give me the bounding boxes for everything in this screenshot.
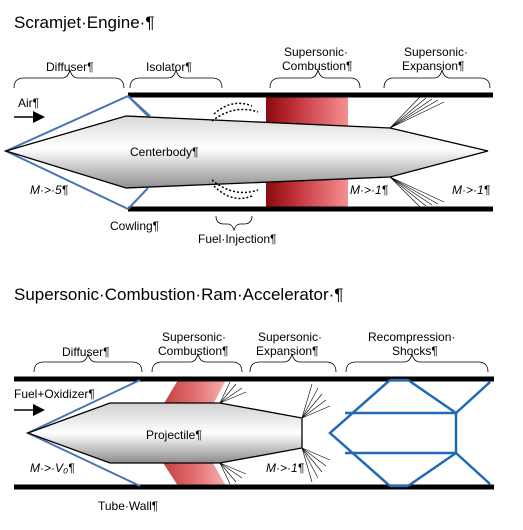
expansion-fan-top [389, 96, 445, 129]
ram-accelerator-title: Supersonic·Combustion·Ram·Accelerator·¶ [14, 285, 343, 304]
ram-supersonic-expansion-label-1: Supersonic· [258, 330, 322, 344]
tube-wall-label: Tube·Wall¶ [98, 499, 158, 513]
fuel-injection-arcs-top [211, 102, 259, 122]
recompression-shocks [328, 378, 491, 488]
scramjet-title: Scramjet·Engine·¶ [14, 13, 154, 32]
centerbody-label: Centerbody¶ [130, 145, 198, 159]
ram-diffuser-brace [33, 353, 143, 373]
ram-mach-inlet-label: M·>·V₀¶ [30, 461, 75, 475]
ram-supersonic-expansion-label-2: Expansion¶ [256, 344, 318, 358]
isolator-brace [129, 69, 223, 89]
mach-exit-label: M·>·1¶ [452, 183, 491, 197]
recompression-label-1: Recompression· [368, 330, 455, 344]
ram-combustion-brace [151, 353, 243, 373]
cowling-label: Cowling¶ [110, 219, 159, 233]
fuel-injection-brace [215, 215, 253, 232]
projectile [26, 402, 303, 464]
fuel-injection-label: Fuel·Injection¶ [198, 232, 276, 246]
expansion-fan-bottom [389, 176, 445, 208]
ram-supersonic-combustion-label-2: Combustion¶ [158, 344, 228, 358]
reflected-shock-top [127, 95, 149, 117]
supersonic-combustion-label-1: Supersonic· [284, 45, 348, 59]
ram-combustion-fan-bottom [219, 462, 247, 485]
fuel-injection-arcs-bottom [211, 179, 259, 200]
ram-expansion-fan-top [301, 383, 331, 419]
isolator-label: Isolator¶ [146, 60, 192, 74]
diffuser-brace [13, 69, 125, 89]
ram-supersonic-combustion-label-1: Supersonic· [162, 330, 226, 344]
ram-combustion-zone-bottom [160, 458, 226, 486]
projectile-label: Projectile¶ [146, 428, 202, 442]
ram-mach-expansion-label: M·>·1¶ [266, 461, 305, 475]
combustion-zone-bottom [266, 178, 348, 208]
ram-expansion-brace [249, 353, 337, 373]
ram-combustion-fan-top [219, 381, 247, 404]
recompression-brace [345, 353, 489, 373]
expansion-brace [383, 69, 491, 89]
supersonic-expansion-label-2: Expansion¶ [402, 59, 464, 73]
ram-diffuser-label: Diffuser¶ [62, 345, 110, 359]
recompression-label-2: Shocks¶ [392, 344, 438, 358]
mach-combustion-label: M·>·1¶ [350, 183, 389, 197]
fuel-oxidizer-label: Fuel+Oxidizer¶ [14, 387, 95, 401]
centerbody [3, 115, 489, 189]
reflected-shock-bottom [127, 187, 149, 210]
ram-expansion-fan-bottom [301, 447, 331, 483]
diffuser-label: Diffuser¶ [46, 60, 94, 74]
air-label: Air¶ [18, 96, 39, 110]
mach-inlet-label: M·>·5¶ [30, 183, 69, 197]
supersonic-expansion-label-1: Supersonic· [404, 45, 468, 59]
supersonic-combustion-label-2: Combustion¶ [282, 59, 352, 73]
combustion-brace [269, 69, 361, 89]
